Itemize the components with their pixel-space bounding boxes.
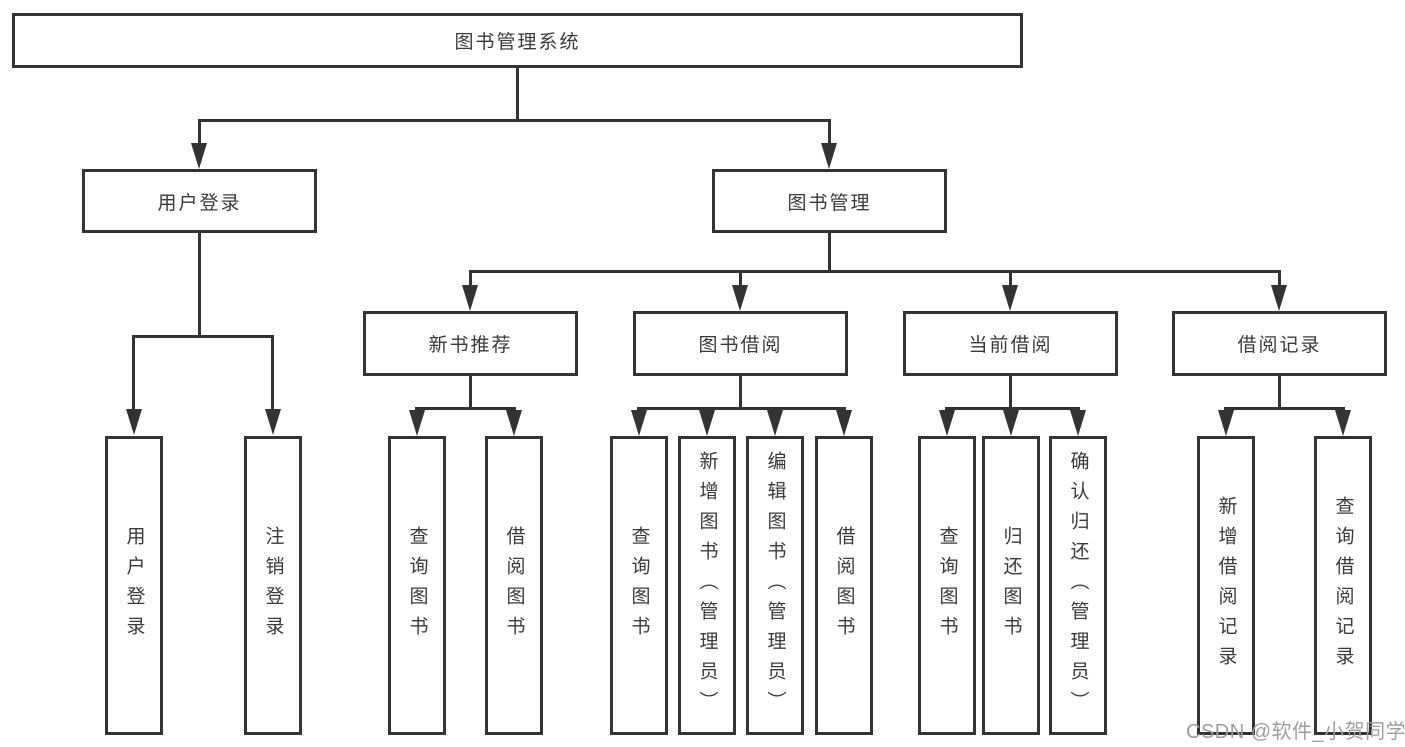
connector-line bbox=[739, 376, 742, 407]
arrowhead bbox=[767, 410, 783, 436]
connector-line bbox=[469, 270, 1281, 273]
node-leaf-query-books-borrow: 查询图书 bbox=[610, 436, 668, 735]
node-library-system: 图书管理系统 bbox=[12, 13, 1023, 68]
arrowhead bbox=[699, 410, 715, 436]
arrowhead bbox=[1335, 410, 1351, 436]
connector-line bbox=[1278, 270, 1281, 287]
arrowhead bbox=[1002, 285, 1018, 311]
connector-line bbox=[132, 335, 135, 411]
arrowhead bbox=[191, 143, 207, 169]
connector-line bbox=[1009, 407, 1012, 412]
connector-line bbox=[842, 407, 845, 412]
connector-line bbox=[512, 407, 515, 412]
connector-line bbox=[828, 233, 831, 270]
arrowhead bbox=[1003, 410, 1019, 436]
connector-line bbox=[1341, 407, 1344, 412]
arrowhead bbox=[821, 143, 837, 169]
connector-line bbox=[198, 119, 831, 122]
connector-line bbox=[637, 407, 846, 410]
node-leaf-return-books: 归还图书 bbox=[982, 436, 1040, 735]
connector-line bbox=[1009, 376, 1012, 407]
arrowhead bbox=[1070, 410, 1086, 436]
arrowhead bbox=[939, 410, 955, 436]
node-user-login: 用户登录 bbox=[82, 169, 317, 233]
node-current-borrowing: 当前借阅 bbox=[903, 311, 1118, 376]
arrowhead bbox=[126, 409, 142, 435]
node-leaf-borrow-books-rec: 借阅图书 bbox=[485, 436, 543, 735]
arrowhead bbox=[631, 410, 647, 436]
arrowhead bbox=[506, 410, 522, 436]
connector-line bbox=[773, 407, 776, 412]
arrowhead bbox=[1271, 285, 1287, 311]
connector-line bbox=[1278, 376, 1281, 407]
node-leaf-query-books-current: 查询图书 bbox=[918, 436, 976, 735]
connector-line bbox=[1224, 407, 1345, 410]
node-leaf-confirm-return-admin: 确认归还（管理员） bbox=[1049, 436, 1107, 735]
node-leaf-borrow-books: 借阅图书 bbox=[815, 436, 873, 735]
arrowhead bbox=[265, 409, 281, 435]
node-book-borrowing: 图书借阅 bbox=[633, 311, 848, 376]
connector-line bbox=[945, 407, 1080, 410]
connector-line bbox=[469, 270, 472, 287]
connector-line bbox=[469, 376, 472, 407]
connector-line bbox=[198, 119, 201, 145]
node-new-book-recommend: 新书推荐 bbox=[363, 311, 578, 376]
connector-line bbox=[828, 119, 831, 145]
connector-line bbox=[1224, 407, 1227, 412]
connector-line bbox=[739, 270, 742, 287]
node-leaf-user-login: 用户登录 bbox=[105, 436, 163, 735]
node-leaf-add-books-admin: 新增图书（管理员） bbox=[678, 436, 736, 735]
connector-line bbox=[945, 407, 948, 412]
node-leaf-logout: 注销登录 bbox=[244, 436, 302, 735]
connector-line bbox=[132, 335, 274, 338]
connector-line bbox=[637, 407, 640, 412]
node-leaf-add-borrow-record: 新增借阅记录 bbox=[1197, 436, 1255, 735]
connector-line bbox=[198, 233, 201, 335]
connector-line bbox=[516, 68, 519, 119]
node-book-management: 图书管理 bbox=[712, 169, 947, 233]
arrowhead bbox=[462, 285, 478, 311]
connector-line bbox=[1076, 407, 1079, 412]
connector-line bbox=[1009, 270, 1012, 287]
arrowhead bbox=[732, 285, 748, 311]
connector-line bbox=[271, 335, 274, 411]
arrowhead bbox=[836, 410, 852, 436]
arrowhead bbox=[1218, 410, 1234, 436]
node-leaf-query-borrow-record: 查询借阅记录 bbox=[1314, 436, 1372, 735]
csdn-watermark: CSDN @软件_小贺同学 bbox=[1186, 721, 1405, 743]
connector-line bbox=[705, 407, 708, 412]
arrowhead bbox=[409, 410, 425, 436]
connector-line bbox=[415, 407, 516, 410]
node-leaf-edit-books-admin: 编辑图书（管理员） bbox=[746, 436, 804, 735]
connector-line bbox=[415, 407, 418, 412]
node-borrowing-records: 借阅记录 bbox=[1172, 311, 1387, 376]
node-leaf-query-books-rec: 查询图书 bbox=[388, 436, 446, 735]
